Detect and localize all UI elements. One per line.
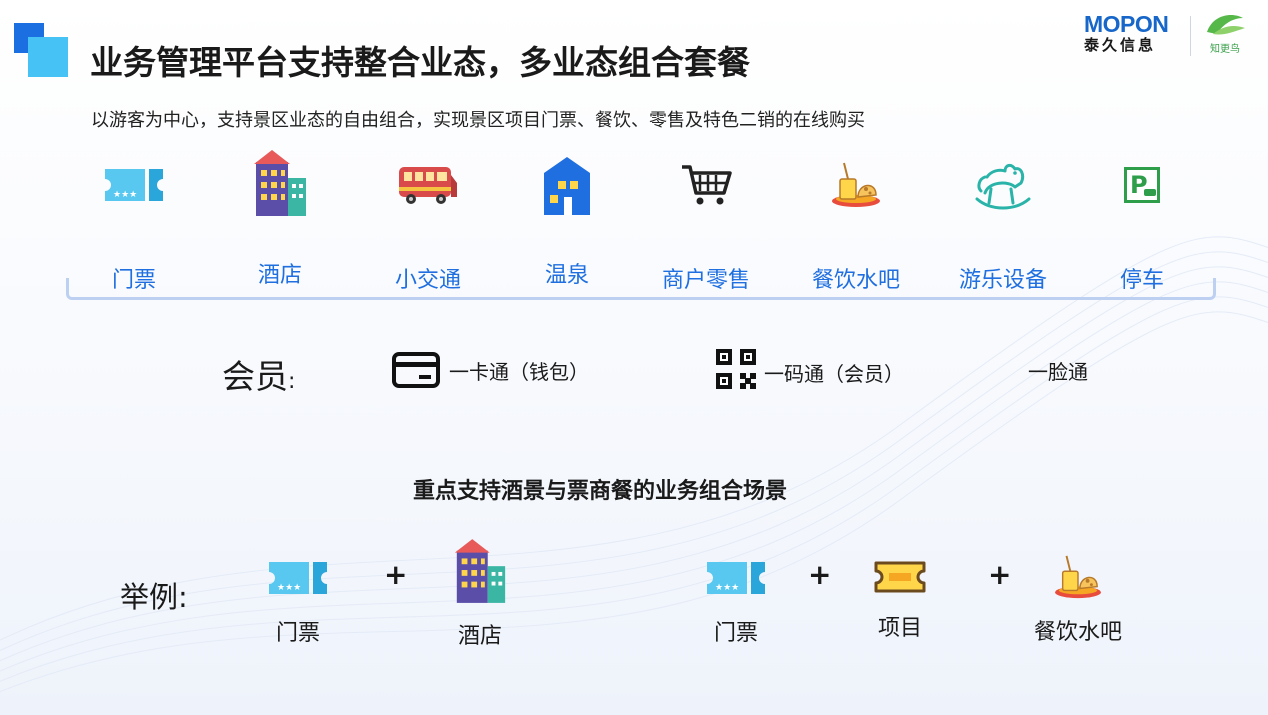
parking-icon: P xyxy=(1124,167,1160,203)
hotel-icon xyxy=(254,149,306,216)
category-label: 温泉 xyxy=(544,263,589,288)
example-item-label: 酒店 xyxy=(457,624,502,649)
svg-text:★★★: ★★★ xyxy=(715,583,739,593)
category-label: 酒店 xyxy=(257,263,302,288)
example-item: ★★★ 门票 xyxy=(238,553,358,647)
category-retail: 商户零售 xyxy=(636,150,776,294)
plus-sign: + xyxy=(988,558,1012,591)
category-label: 小交通 xyxy=(394,268,461,293)
brand-name: MOPON xyxy=(1084,11,1169,37)
plus-sign: + xyxy=(808,558,832,591)
example-item: 餐饮水吧 xyxy=(1018,550,1138,646)
member-card: 一卡通（钱包） xyxy=(391,350,589,390)
category-bus: 小交通 xyxy=(358,150,498,294)
qr-code-icon xyxy=(716,349,756,389)
category-hot-spring: 温泉 xyxy=(497,145,637,289)
member-card-label: 一卡通（钱包） xyxy=(449,359,589,384)
member-label: 会员: xyxy=(222,357,296,396)
rocking-horse-icon xyxy=(975,163,1031,210)
category-label: 游乐设备 xyxy=(958,268,1047,293)
member-code: 一码通（会员） xyxy=(714,347,904,391)
svg-text:★★★: ★★★ xyxy=(277,583,301,593)
food-icon xyxy=(832,162,880,207)
leaf-icon xyxy=(1207,14,1245,35)
cart-icon xyxy=(682,165,732,205)
category-ticket: ★★★ 门票 xyxy=(64,150,204,294)
example-label: 举例: xyxy=(120,580,188,614)
category-label: 门票 xyxy=(111,268,156,293)
wallet-card-icon xyxy=(392,352,440,388)
category-food: 餐饮水吧 xyxy=(786,150,926,294)
svg-text:★★★: ★★★ xyxy=(113,190,137,200)
svg-text:P: P xyxy=(1130,171,1148,199)
category-rides: 游乐设备 xyxy=(933,150,1073,294)
example-item: 酒店 xyxy=(420,538,540,650)
category-hotel: 酒店 xyxy=(210,145,350,289)
ticket-icon: ★★★ xyxy=(707,562,765,594)
plus-sign: + xyxy=(384,558,408,591)
partner-logo: 知更鸟 xyxy=(1200,10,1250,56)
hotel-icon xyxy=(454,539,506,603)
section-title: 重点支持酒景与票商餐的业务组合场景 xyxy=(412,479,787,504)
member-code-label: 一码通（会员） xyxy=(764,361,904,386)
example-item-label: 餐饮水吧 xyxy=(1033,620,1122,645)
example-item-label: 门票 xyxy=(713,621,758,646)
ticket-icon: ★★★ xyxy=(105,169,163,201)
brand-logo: MOPON 泰久信息 xyxy=(1084,12,1179,54)
example-item: 项目 xyxy=(840,552,960,642)
hot-spring-icon xyxy=(544,156,590,215)
member-face-label: 一脸通 xyxy=(1028,360,1088,384)
brand-divider xyxy=(1190,16,1191,56)
bus-icon xyxy=(399,167,457,204)
logo-square-light xyxy=(28,37,68,77)
member-face: 一脸通 xyxy=(1028,356,1088,385)
category-label: 停车 xyxy=(1119,268,1164,293)
category-label: 商户零售 xyxy=(661,268,750,293)
category-label: 餐饮水吧 xyxy=(811,268,900,293)
example-item: ★★★ 门票 xyxy=(676,553,796,647)
food-icon xyxy=(1055,555,1101,599)
category-bracket xyxy=(66,278,1216,300)
partner-name: 知更鸟 xyxy=(1210,44,1240,55)
brand-subtitle: 泰久信息 xyxy=(1084,36,1157,54)
page-subtitle: 以游客为中心，支持景区业态的自由组合，实现景区项目门票、餐饮、零售及特色二销的在… xyxy=(91,110,865,131)
ticket-icon: ★★★ xyxy=(269,562,327,594)
ticket-stub-icon xyxy=(874,561,926,593)
page-title: 业务管理平台支持整合业态，多业态组合套餐 xyxy=(90,43,750,82)
example-item-label: 项目 xyxy=(877,616,922,641)
example-item-label: 门票 xyxy=(275,621,320,646)
category-parking: P 停车 xyxy=(1072,150,1212,294)
